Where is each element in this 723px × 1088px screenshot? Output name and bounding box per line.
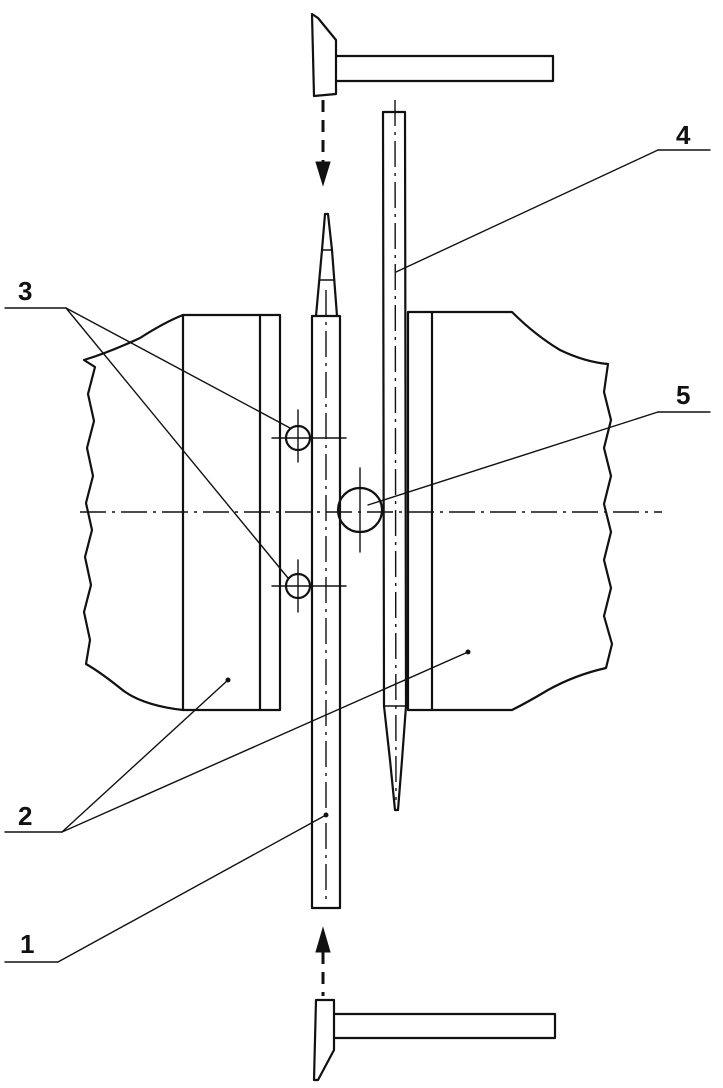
label-4: 4 — [676, 120, 691, 150]
label-2: 2 — [18, 801, 32, 831]
blade-4 — [381, 99, 408, 812]
label-5: 5 — [676, 380, 690, 410]
label-1: 1 — [20, 929, 34, 959]
pin-3-lower — [271, 559, 347, 613]
center-pin-5 — [336, 467, 384, 553]
arrow-down-icon — [315, 100, 331, 187]
label-3: 3 — [18, 276, 32, 306]
hammer-icon — [310, 12, 555, 98]
arrow-up-icon — [315, 926, 331, 996]
hammer-icon — [312, 998, 557, 1082]
right-clamp-block — [406, 310, 614, 712]
rod-1 — [310, 212, 342, 910]
pin-3-upper — [271, 409, 347, 463]
leader-lines — [4, 149, 711, 963]
